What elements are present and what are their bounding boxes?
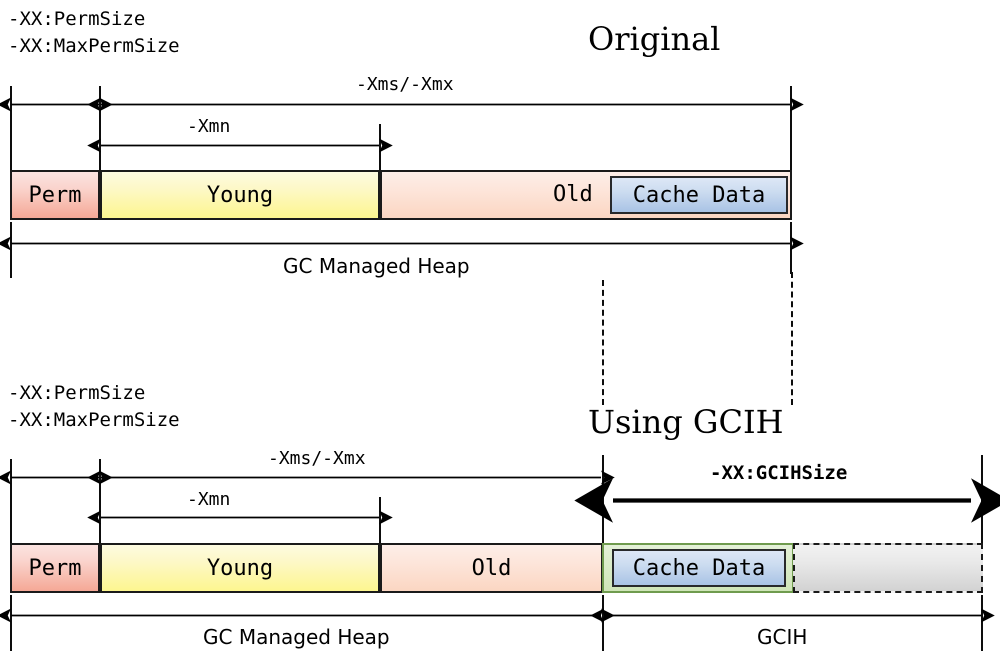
block-bottom-young: Young — [100, 543, 380, 593]
tick-top-heap-end — [790, 86, 792, 174]
block-top-young-label: Young — [206, 182, 274, 208]
tick-top-left-heap-start — [10, 86, 12, 174]
tick-top-perm-boundary — [99, 86, 101, 174]
arrow-top-xmn — [87, 138, 393, 153]
arrow-top-gc-managed-heap — [0, 236, 804, 251]
block-top-perm: Perm — [10, 170, 100, 220]
bottom-perm-size-option: -XX:PermSize — [8, 382, 146, 404]
arrow-bottom-xmn — [87, 510, 393, 525]
block-bottom-cache-data: Cache Data — [612, 549, 786, 587]
block-bottom-cache-data-label: Cache Data — [632, 555, 766, 581]
top-max-perm-size-option: -XX:MaxPermSize — [8, 35, 180, 57]
block-bottom-gcih-free-space — [793, 543, 983, 593]
label-bottom-gcih: GCIH — [757, 625, 808, 649]
label-top-gc-managed-heap: GC Managed Heap — [283, 254, 470, 278]
tick-bottom-gcheap-start — [10, 595, 12, 651]
tick-bottom-gcheap-split — [602, 595, 604, 651]
arrow-bottom-xms-xmx — [87, 470, 615, 485]
arrow-top-permsize — [0, 97, 113, 112]
label-bottom-gcih-size: -XX:GCIHSize — [710, 462, 848, 484]
arrow-bottom-permsize — [0, 470, 113, 485]
label-bottom-xms-xmx: -Xms/-Xmx — [268, 448, 366, 469]
block-top-cache-data-label: Cache Data — [632, 182, 766, 208]
tick-bottom-gcih-arrow-end — [981, 595, 983, 651]
arrow-bottom-gcih-size — [574, 478, 1000, 523]
label-bottom-gc-managed-heap: GC Managed Heap — [203, 625, 390, 649]
arrow-bottom-gc-managed-heap — [0, 608, 615, 623]
block-top-perm-label: Perm — [28, 182, 82, 208]
block-bottom-perm-label: Perm — [28, 555, 82, 581]
label-top-xms-xmx: -Xms/-Xmx — [356, 74, 454, 95]
block-top-old-label: Old — [553, 182, 593, 207]
section-title-original: Original — [588, 20, 721, 58]
block-bottom-old-label: Old — [471, 555, 512, 581]
block-bottom-old: Old — [380, 543, 603, 593]
bottom-max-perm-size-option: -XX:MaxPermSize — [8, 409, 180, 431]
top-perm-size-option: -XX:PermSize — [8, 8, 146, 30]
connector-dashed-left — [602, 280, 604, 405]
connector-dashed-right — [791, 272, 793, 405]
tick-bottom-left-heap-start — [10, 459, 12, 547]
arrow-top-xms-xmx — [87, 97, 804, 112]
block-top-cache-data: Cache Data — [610, 176, 788, 214]
label-bottom-xmn: -Xmn — [187, 489, 231, 510]
block-bottom-young-label: Young — [206, 555, 274, 581]
label-top-xmn: -Xmn — [187, 116, 231, 137]
section-title-using-gcih: Using GCIH — [588, 403, 784, 441]
block-top-young: Young — [100, 170, 380, 220]
arrow-bottom-gcih — [590, 608, 995, 623]
block-bottom-perm: Perm — [10, 543, 100, 593]
tick-bottom-perm-boundary — [99, 459, 101, 547]
